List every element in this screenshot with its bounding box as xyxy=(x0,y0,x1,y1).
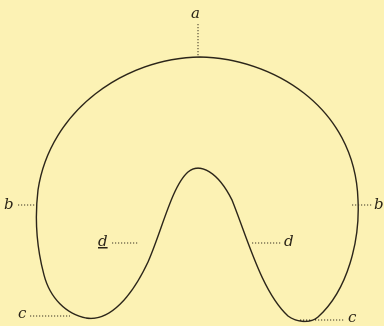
label-c-right: c xyxy=(348,308,357,326)
arch-outline xyxy=(35,56,359,323)
label-b-left: b xyxy=(4,195,14,213)
label-d-left: d xyxy=(98,232,108,250)
label-d-right: d xyxy=(284,232,294,250)
label-c-left: c xyxy=(18,304,27,322)
label-a: a xyxy=(191,4,200,22)
label-b-right: b xyxy=(374,195,384,213)
